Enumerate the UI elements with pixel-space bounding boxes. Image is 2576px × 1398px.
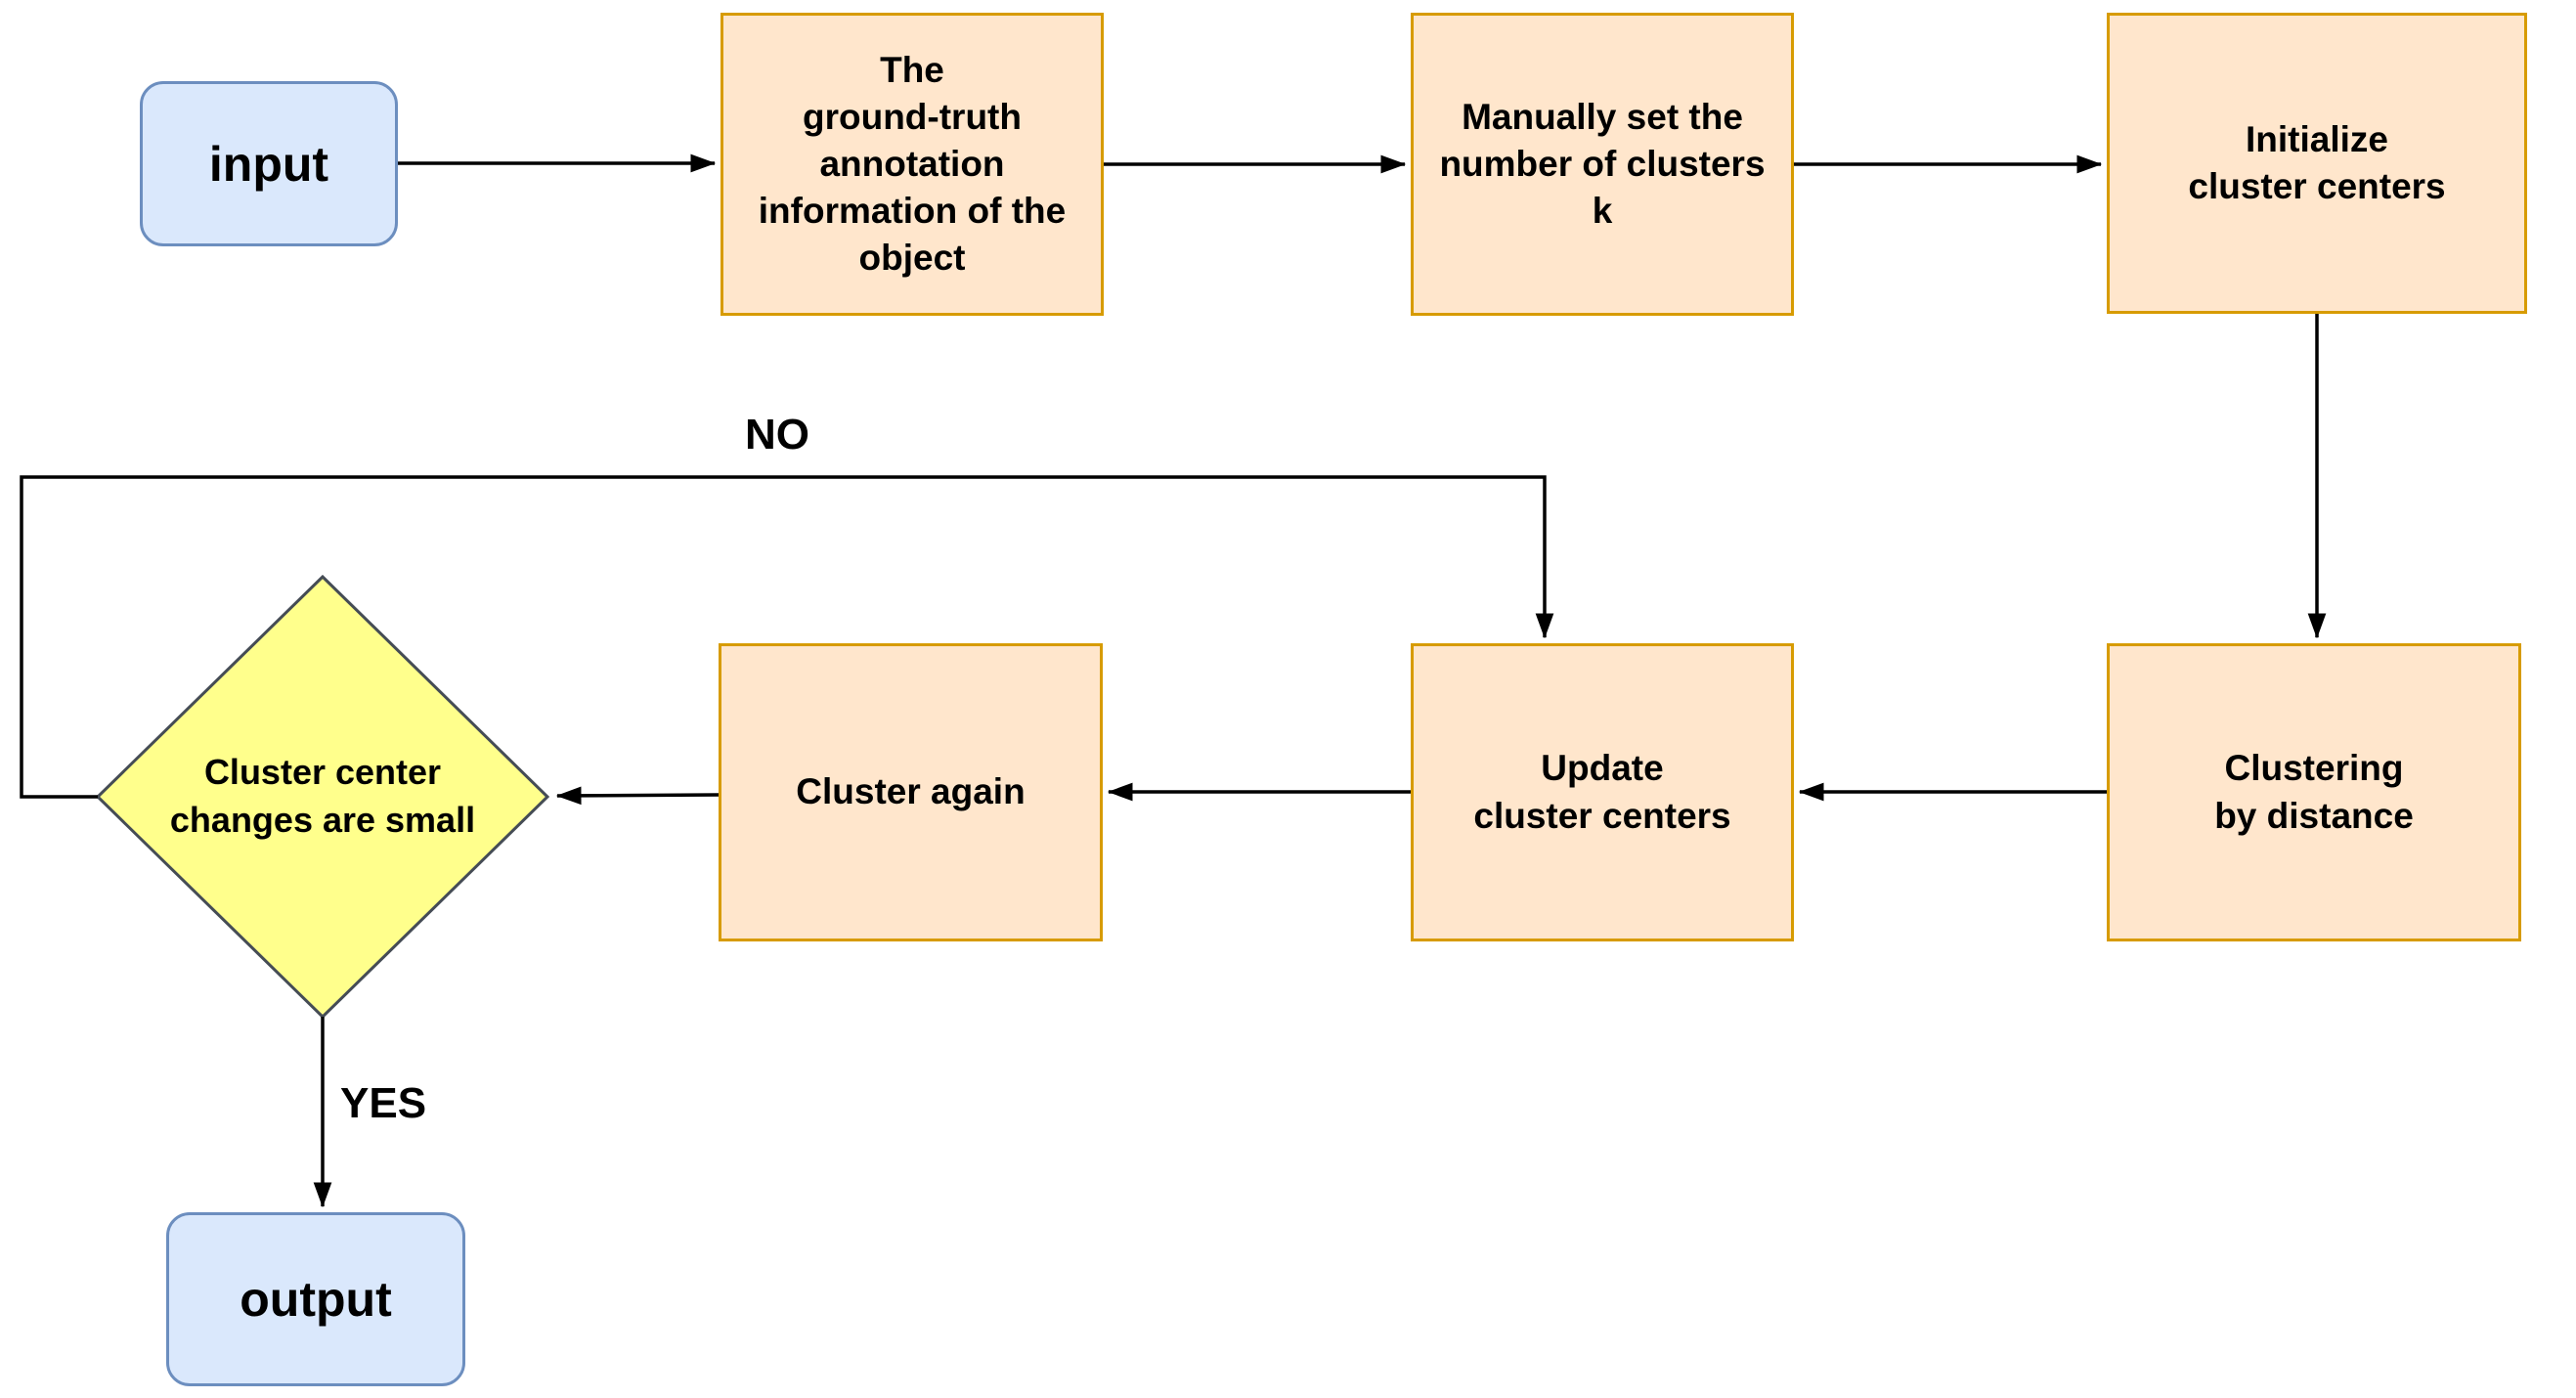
node-set-number-of-clusters: Manually set the number of clusters k — [1411, 13, 1794, 316]
node-output: output — [166, 1212, 465, 1386]
node-update-cluster-centers: Update cluster centers — [1411, 643, 1794, 941]
node-cluster-again: Cluster again — [719, 643, 1103, 941]
node-ground-truth-annotation: The ground-truth annotation information … — [720, 13, 1104, 316]
edge-label-no: NO — [745, 411, 809, 459]
node-initialize-cluster-centers: Initialize cluster centers — [2107, 13, 2527, 314]
edge-decision-no-loop — [20, 475, 1554, 799]
edge-label-yes: YES — [340, 1079, 427, 1127]
node-clustering-by-distance: Clustering by distance — [2107, 643, 2521, 941]
edge-clusteragain-to-decision — [555, 786, 720, 806]
decision-label: Cluster center changes are small — [169, 752, 476, 840]
node-input: input — [140, 81, 398, 246]
